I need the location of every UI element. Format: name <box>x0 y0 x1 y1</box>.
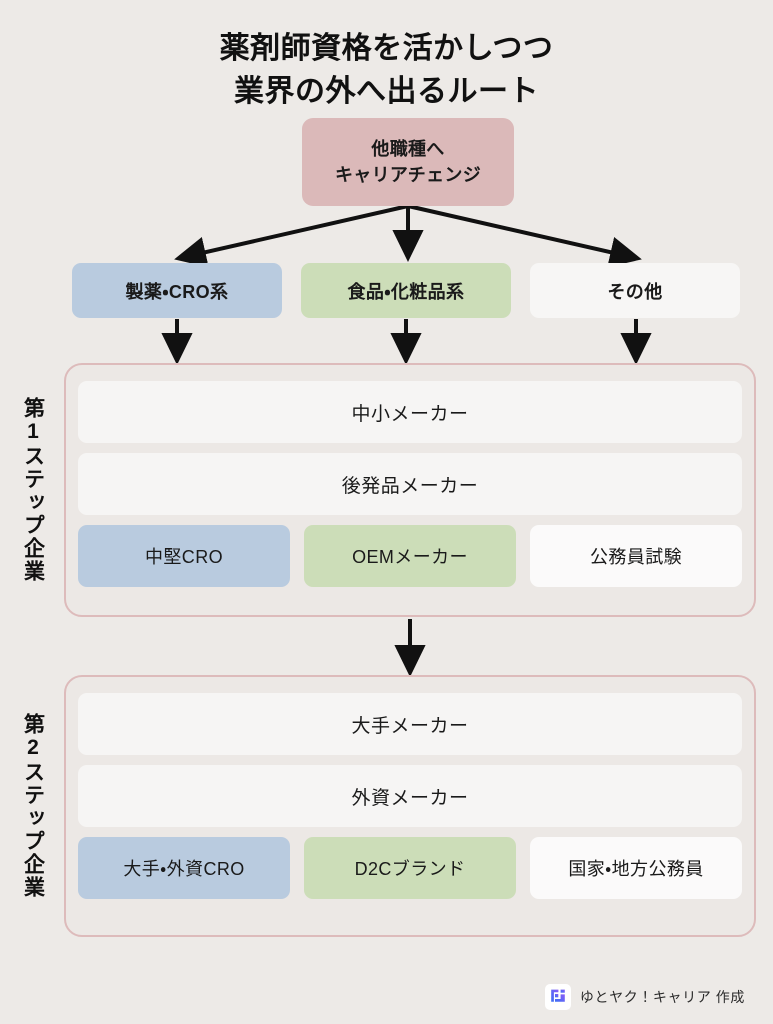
step-2-label: 第2ステップ企業 <box>21 713 45 900</box>
node-category-other[interactable]: その他 <box>530 263 740 319</box>
step-2-trio-row: 大手・外資CRO D2Cブランド 国家・地方公務員 <box>78 837 742 900</box>
page-title-line-2: 業界の外へ出るルート <box>234 74 539 108</box>
diagram-stage: 他職種へ キャリアチェンジ 製薬・CRO系 食品・化粧品系 その他 第1ステップ… <box>0 113 773 993</box>
node-category-other-label: その他 <box>607 281 663 302</box>
step-2-cell-d2c-brand-label: D2Cブランド <box>354 859 466 880</box>
node-career-change[interactable]: 他職種へ キャリアチェンジ <box>302 118 514 207</box>
step-1-row-sme-maker-label: 中小メーカー <box>351 403 469 425</box>
step-2-row-foreign-maker[interactable]: 外資メーカー <box>78 765 742 828</box>
footer-credit: ゆとヤク！キャリア 作成 <box>544 984 745 1010</box>
node-category-pharma-cro[interactable]: 製薬・CRO系 <box>72 263 282 319</box>
step-1-row-sme-maker[interactable]: 中小メーカー <box>78 381 742 444</box>
node-career-change-line-2: キャリアチェンジ <box>334 165 482 186</box>
step-2-row-major-maker[interactable]: 大手メーカー <box>78 693 742 756</box>
step-2-group: 大手メーカー 外資メーカー 大手・外資CRO D2Cブランド 国家・地方公務員 <box>64 675 756 938</box>
node-category-food-cosmetics-label: 食品・化粧品系 <box>347 281 465 302</box>
step-1-group: 中小メーカー 後発品メーカー 中堅CRO OEMメーカー 公務員試験 <box>64 363 756 618</box>
step-1-row-generic-maker-label: 後発品メーカー <box>341 475 479 497</box>
step-2-cell-national-local-civil-servant[interactable]: 国家・地方公務員 <box>530 837 742 900</box>
step-1-cell-oem-maker-label: OEMメーカー <box>352 547 468 568</box>
step-2-row-major-maker-label: 大手メーカー <box>351 715 469 737</box>
step-1-cell-mid-cro[interactable]: 中堅CRO <box>78 525 290 588</box>
footer-credit-text: ゆとヤク！キャリア 作成 <box>579 989 745 1005</box>
step-2-cell-national-local-civil-servant-label: 国家・地方公務員 <box>568 859 704 880</box>
step-1-cell-oem-maker[interactable]: OEMメーカー <box>304 525 516 588</box>
step-1-cell-civil-service-exam[interactable]: 公務員試験 <box>530 525 742 588</box>
step-2-cell-major-foreign-cro[interactable]: 大手・外資CRO <box>78 837 290 900</box>
page-title-line-1: 薬剤師資格を活かしつつ <box>219 32 554 65</box>
node-career-change-line-1: 他職種へ <box>371 139 445 160</box>
yutoyaku-logo-icon <box>544 984 571 1010</box>
step-1-row-generic-maker[interactable]: 後発品メーカー <box>78 453 742 516</box>
node-category-food-cosmetics[interactable]: 食品・化粧品系 <box>301 263 511 319</box>
page-title: 薬剤師資格を活かしつつ 業界の外へ出るルート <box>0 0 773 113</box>
step-2-cell-major-foreign-cro-label: 大手・外資CRO <box>123 859 245 880</box>
step-1-trio-row: 中堅CRO OEMメーカー 公務員試験 <box>78 525 742 588</box>
step-1-cell-civil-service-exam-label: 公務員試験 <box>590 547 682 568</box>
step-1-cell-mid-cro-label: 中堅CRO <box>145 547 223 568</box>
step-1-label: 第1ステップ企業 <box>21 397 45 584</box>
node-category-pharma-cro-label: 製薬・CRO系 <box>125 281 229 302</box>
step-2-row-foreign-maker-label: 外資メーカー <box>351 787 469 809</box>
step-2-cell-d2c-brand[interactable]: D2Cブランド <box>304 837 516 900</box>
